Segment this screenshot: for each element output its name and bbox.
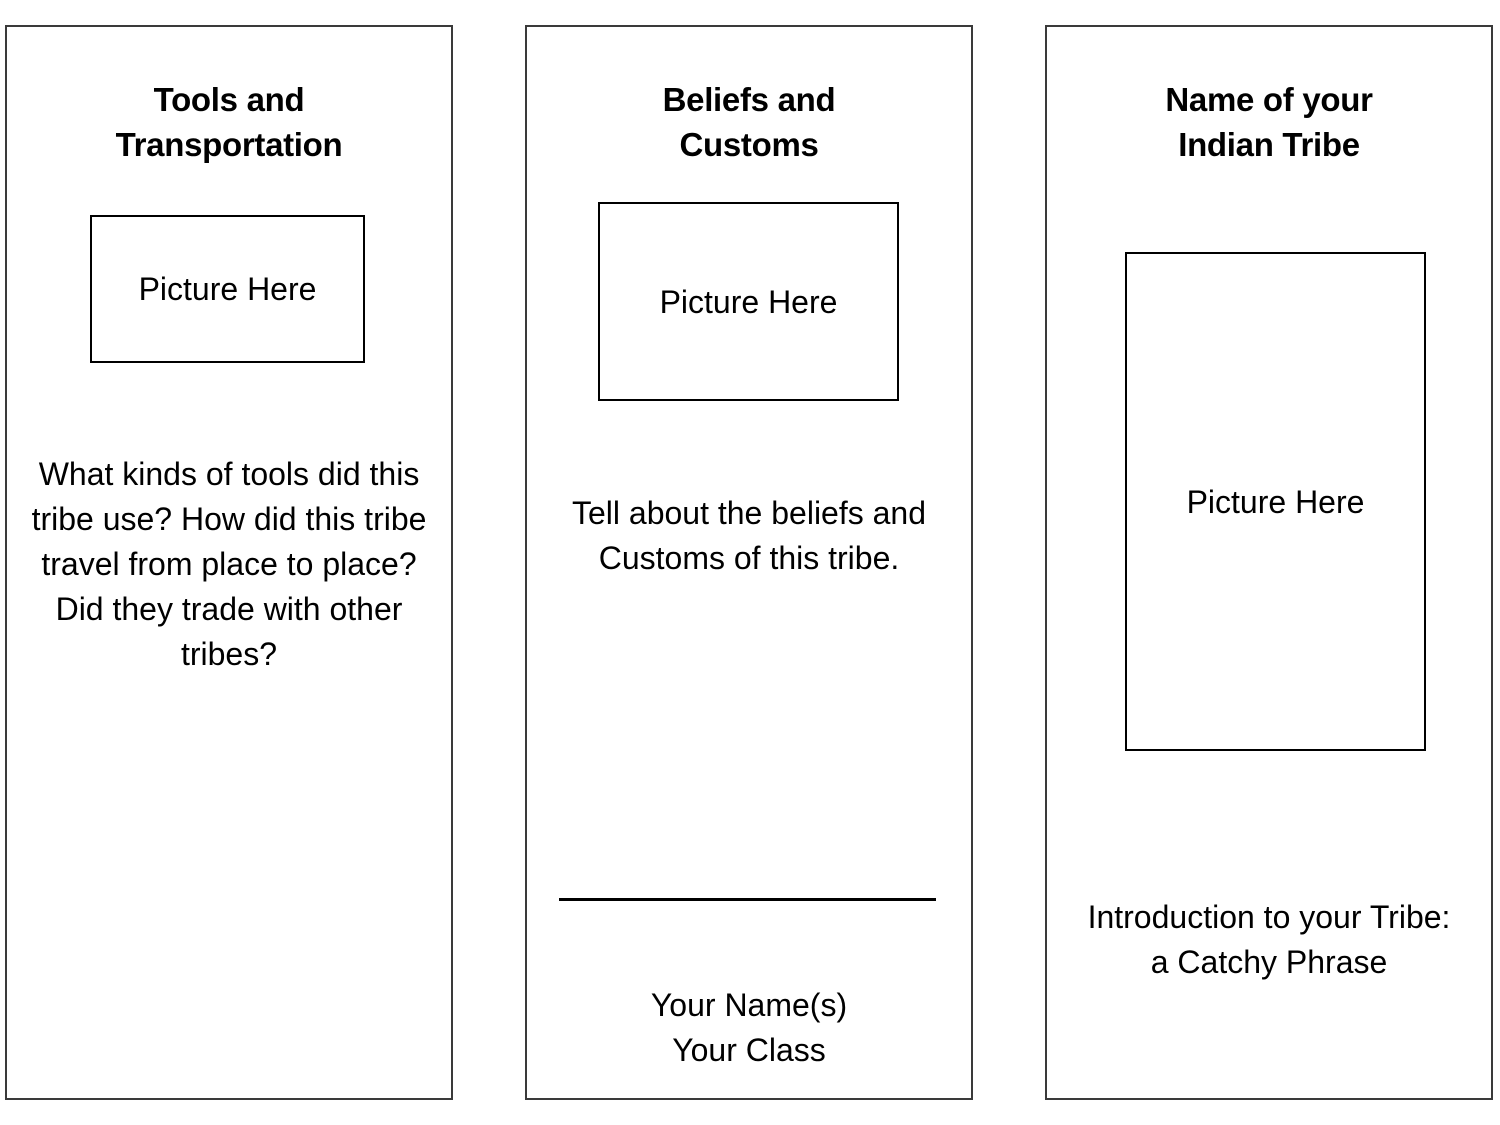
panel-tools-and-transportation: Tools and Transportation Picture Here Wh… xyxy=(5,25,453,1100)
panel-body-introduction-catchy-phrase: Introduction to your Tribe: a Catchy Phr… xyxy=(1087,899,1451,980)
picture-placeholder-box-tools[interactable]: Picture Here xyxy=(90,215,365,363)
panel-title-tools-and-transportation: Tools and Transportation xyxy=(115,81,343,164)
panel-body-tools-and-transportation: What kinds of tools did this tribe use? … xyxy=(31,456,427,672)
panel-title-name-of-your-indian-tribe: Name of your Indian Tribe xyxy=(1165,81,1373,164)
picture-placeholder-box-cover[interactable]: Picture Here xyxy=(1125,252,1426,751)
panel-body-beliefs-and-customs: Tell about the beliefs and Customs of th… xyxy=(571,495,927,576)
picture-placeholder-label: Picture Here xyxy=(659,283,838,320)
panel-name-of-your-indian-tribe: Name of your Indian Tribe Picture Here I… xyxy=(1045,25,1493,1100)
panel-inner: Beliefs and Customs Picture Here Tell ab… xyxy=(527,27,971,1098)
panel-title-beliefs-and-customs: Beliefs and Customs xyxy=(662,81,836,164)
panel-inner: Name of your Indian Tribe Picture Here I… xyxy=(1047,27,1491,1098)
signature-rule xyxy=(559,898,936,901)
picture-placeholder-box-beliefs[interactable]: Picture Here xyxy=(598,202,899,401)
picture-placeholder-label: Picture Here xyxy=(1186,483,1365,520)
picture-placeholder-label: Picture Here xyxy=(138,271,317,307)
panel-beliefs-and-customs: Beliefs and Customs Picture Here Tell ab… xyxy=(525,25,973,1100)
author-credits: Your Name(s) Your Class xyxy=(650,987,848,1068)
panel-inner: Tools and Transportation Picture Here Wh… xyxy=(7,27,451,1098)
